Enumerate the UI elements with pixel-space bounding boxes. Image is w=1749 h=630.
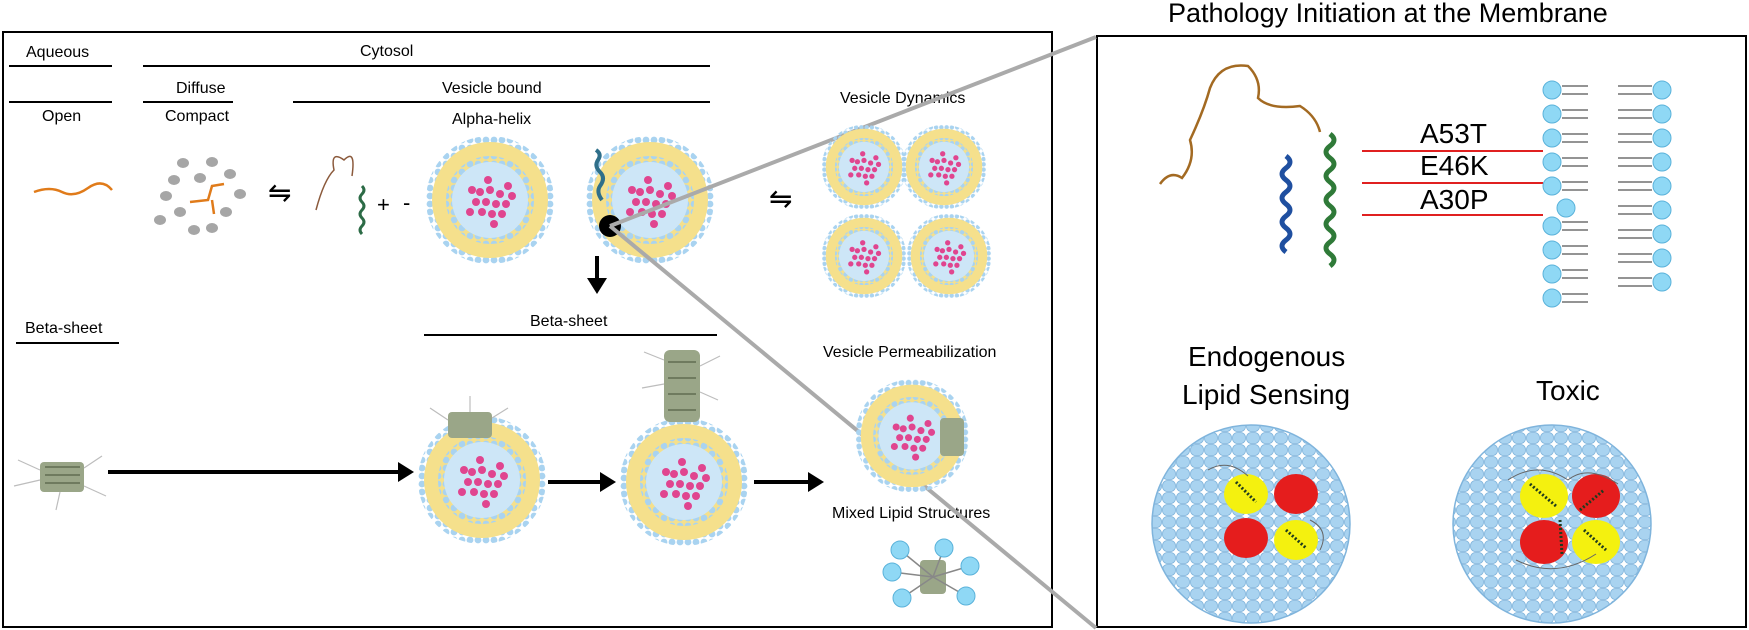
down-arrow-head [587, 278, 607, 294]
membrane-leaflet-right [1618, 80, 1672, 292]
endogenous-label: Endogenous [1188, 341, 1346, 372]
bound-helix [594, 148, 605, 202]
fibril-on-vesicle-1 [429, 396, 509, 438]
right-panel-title: Pathology Initiation at the Membrane [1168, 0, 1608, 28]
small-helix [358, 184, 366, 236]
plus-symbol: + [377, 192, 390, 217]
beta-sheet-mid-rule [424, 334, 717, 336]
mid-arrow-2-head [808, 472, 824, 492]
permeabilization-fibril [940, 418, 964, 456]
open-protein [33, 182, 113, 196]
cytosol-label: Cytosol [360, 43, 414, 60]
beta-sheet-mid-label: Beta-sheet [530, 313, 608, 330]
vesicle-bound-label: Vesicle bound [442, 80, 542, 97]
diffuse-label: Diffuse [176, 80, 226, 97]
toxic-label: Toxic [1536, 375, 1600, 406]
vesicle-permeabilization-label: Vesicle Permeabilization [823, 344, 997, 361]
compact-protein-cluster [154, 157, 246, 235]
compact-label: Compact [165, 108, 230, 125]
right-panel-frame [1096, 35, 1747, 628]
long-arrow-head [398, 462, 414, 482]
lipid-sensing-label: Lipid Sensing [1182, 379, 1351, 410]
minus-symbol: - [403, 190, 411, 215]
disordered-tail [1158, 64, 1322, 185]
cytosol-rule [143, 65, 710, 67]
equilibrium-symbol-2: ⇋ [769, 183, 793, 214]
membrane-leaflet-left [1542, 80, 1588, 308]
fibril-on-vesicle-2 [641, 350, 721, 422]
aqueous-label: Aqueous [26, 44, 90, 61]
mid-arrow-1-head [600, 472, 616, 492]
mutation-label-a53t: A53T [1420, 118, 1487, 149]
zoom-line-bottom [608, 224, 1098, 630]
equilibrium-symbol-1: ⇋ [268, 177, 292, 208]
helix-2 [1323, 132, 1337, 268]
helix-1 [1279, 154, 1293, 254]
left-panel-frame [2, 31, 1053, 628]
beta-sheet-left-rule [16, 342, 119, 344]
open-label: Open [42, 108, 82, 125]
vesicle-bound-rule [293, 101, 710, 103]
alpha-helix-label: Alpha-helix [452, 111, 532, 128]
open-rule [9, 101, 112, 103]
mutation-label-a30p: A30P [1420, 184, 1489, 215]
beta-sheet-fibril-left [13, 455, 107, 511]
mutation-label-e46k: E46K [1420, 150, 1489, 181]
small-helix-tail [315, 155, 354, 211]
mixed-lipid-structure [882, 538, 980, 608]
compact-protein-chain [189, 182, 225, 215]
toxic-sphere [1452, 424, 1652, 624]
diffuse-rule [143, 101, 233, 103]
aqueous-rule [9, 65, 112, 67]
beta-sheet-left-label: Beta-sheet [25, 320, 103, 337]
endogenous-sphere [1151, 424, 1351, 624]
vesicle-dynamics-label: Vesicle Dynamics [840, 90, 966, 107]
